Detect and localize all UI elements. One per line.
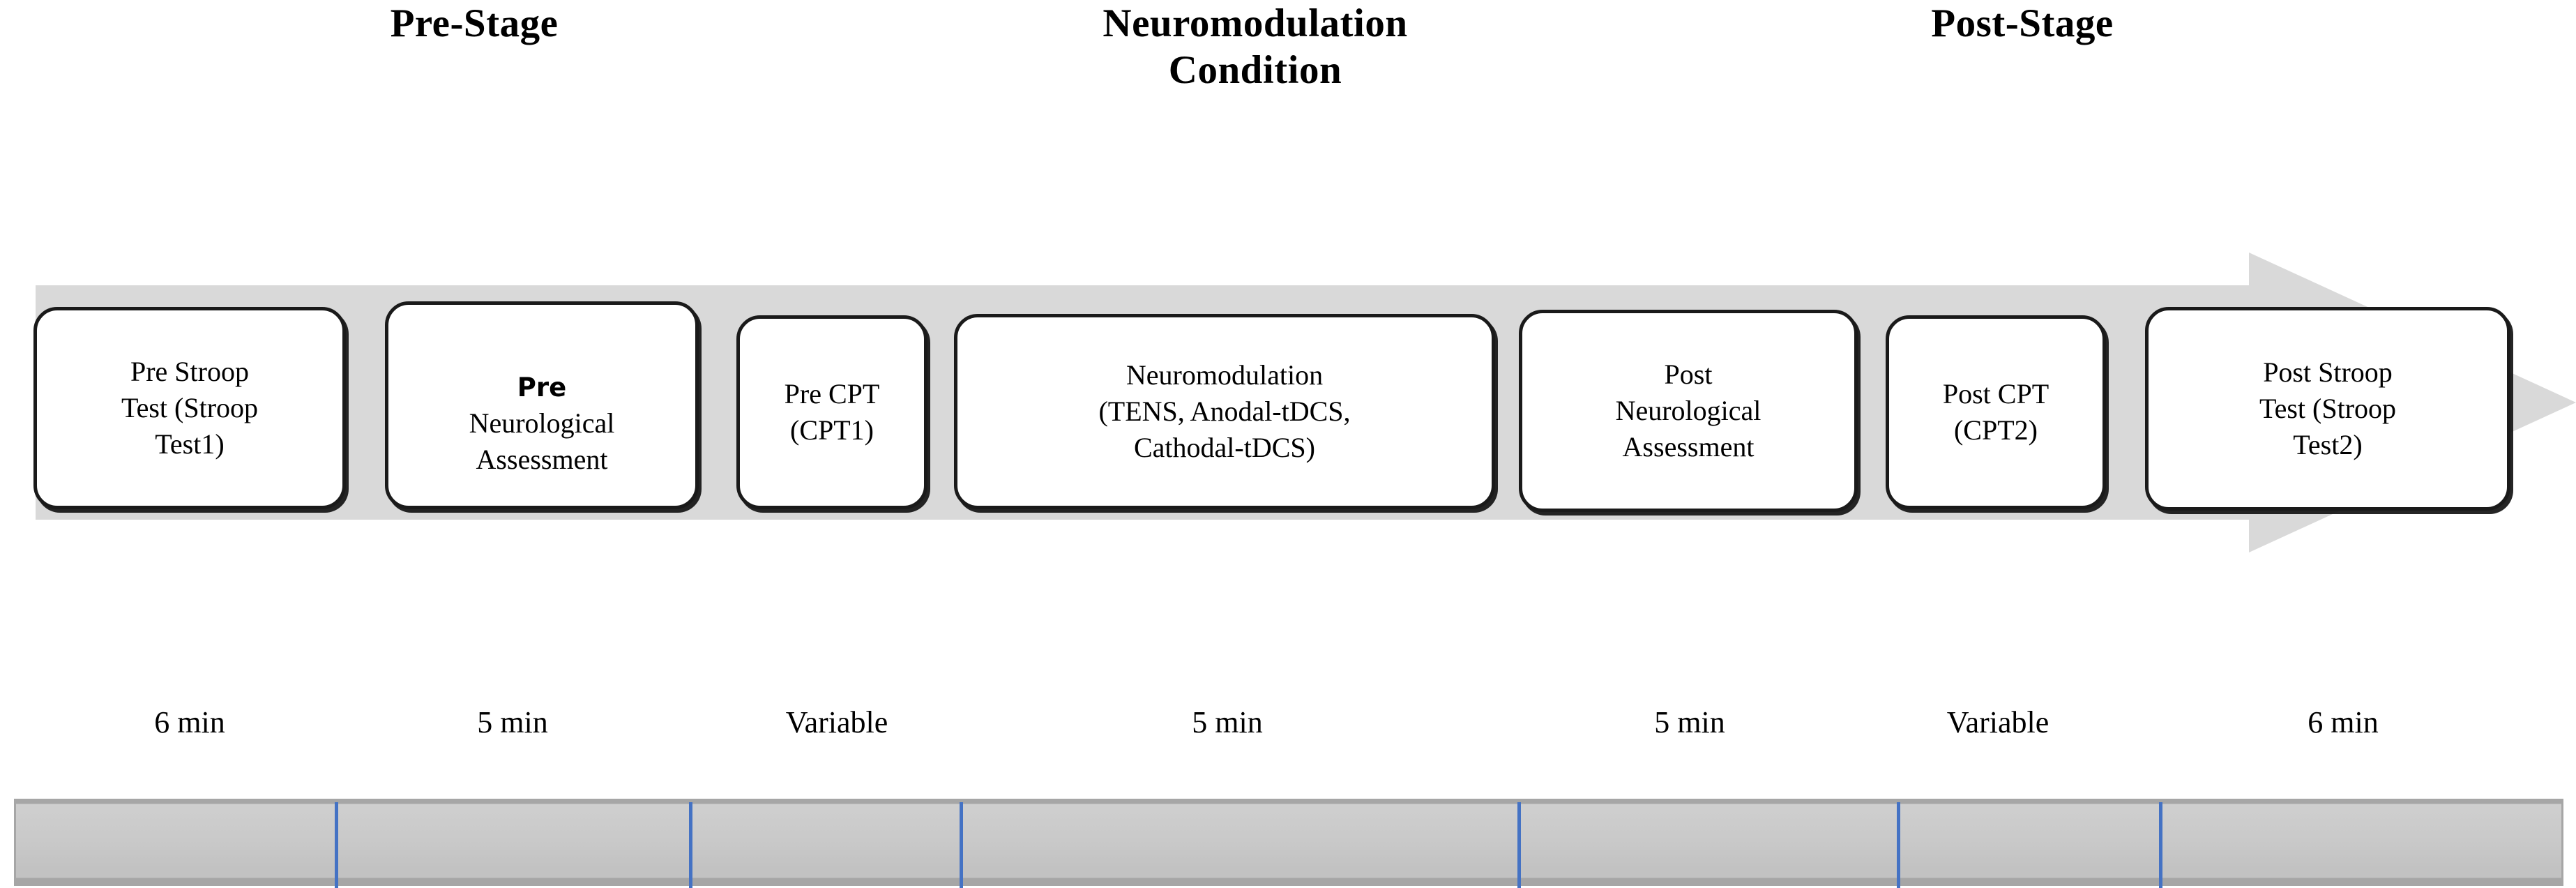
- step-box-post-cpt[interactable]: Post CPT (CPT2): [1886, 315, 2106, 509]
- step-box-post-neurological-assessment[interactable]: Post Neurological Assessment: [1519, 310, 1858, 512]
- timeline-tick-1: [689, 802, 692, 888]
- step-label: Pre Neurological Assessment: [469, 333, 615, 478]
- step-label: Neuromodulation (TENS, Anodal-tDCS, Cath…: [1098, 359, 1351, 463]
- duration-label-post-stroop-test: 6 min: [2308, 705, 2379, 739]
- stage-header-pre: Pre-Stage: [390, 1, 559, 45]
- step-box-pre-stroop-test[interactable]: Pre Stroop Test (Stroop Test1): [33, 307, 346, 509]
- timeline-tick-0: [335, 802, 338, 888]
- duration-label-post-cpt: Variable: [1946, 705, 2050, 739]
- step-box-pre-neurological-assessment[interactable]: Pre Neurological Assessment: [385, 301, 699, 509]
- step-label: Pre Stroop Test (Stroop Test1): [121, 356, 259, 460]
- duration-label-neuromodulation: 5 min: [1192, 705, 1263, 739]
- stage-header-neuromodulation: Neuromodulation Condition: [1103, 1, 1408, 93]
- duration-label-pre-stroop-test: 6 min: [154, 705, 225, 739]
- step-label-rest: Neurological Assessment: [469, 407, 615, 475]
- duration-label-post-neurological-assessment: 5 min: [1654, 705, 1725, 739]
- step-label: Post CPT (CPT2): [1942, 378, 2050, 446]
- step-box-neuromodulation[interactable]: Neuromodulation (TENS, Anodal-tDCS, Cath…: [954, 314, 1495, 509]
- duration-label-pre-neurological-assessment: 5 min: [477, 705, 548, 739]
- step-label-prefix: Pre: [517, 372, 567, 402]
- step-box-pre-cpt[interactable]: Pre CPT (CPT1): [736, 315, 927, 509]
- step-label: Post Stroop Test (Stroop Test2): [2259, 356, 2397, 460]
- timeline-tick-2: [960, 802, 963, 888]
- step-box-post-stroop-test[interactable]: Post Stroop Test (Stroop Test2): [2145, 307, 2510, 511]
- timeline-tick-3: [1517, 802, 1521, 888]
- timeline-tick-4: [1897, 802, 1900, 888]
- timeline-bar: [14, 799, 2563, 886]
- step-label: Pre CPT (CPT1): [784, 378, 880, 446]
- stage-header-post: Post-Stage: [1931, 1, 2114, 45]
- duration-label-pre-cpt: Variable: [785, 705, 888, 739]
- timeline-tick-5: [2159, 802, 2162, 888]
- step-label: Post Neurological Assessment: [1615, 359, 1761, 462]
